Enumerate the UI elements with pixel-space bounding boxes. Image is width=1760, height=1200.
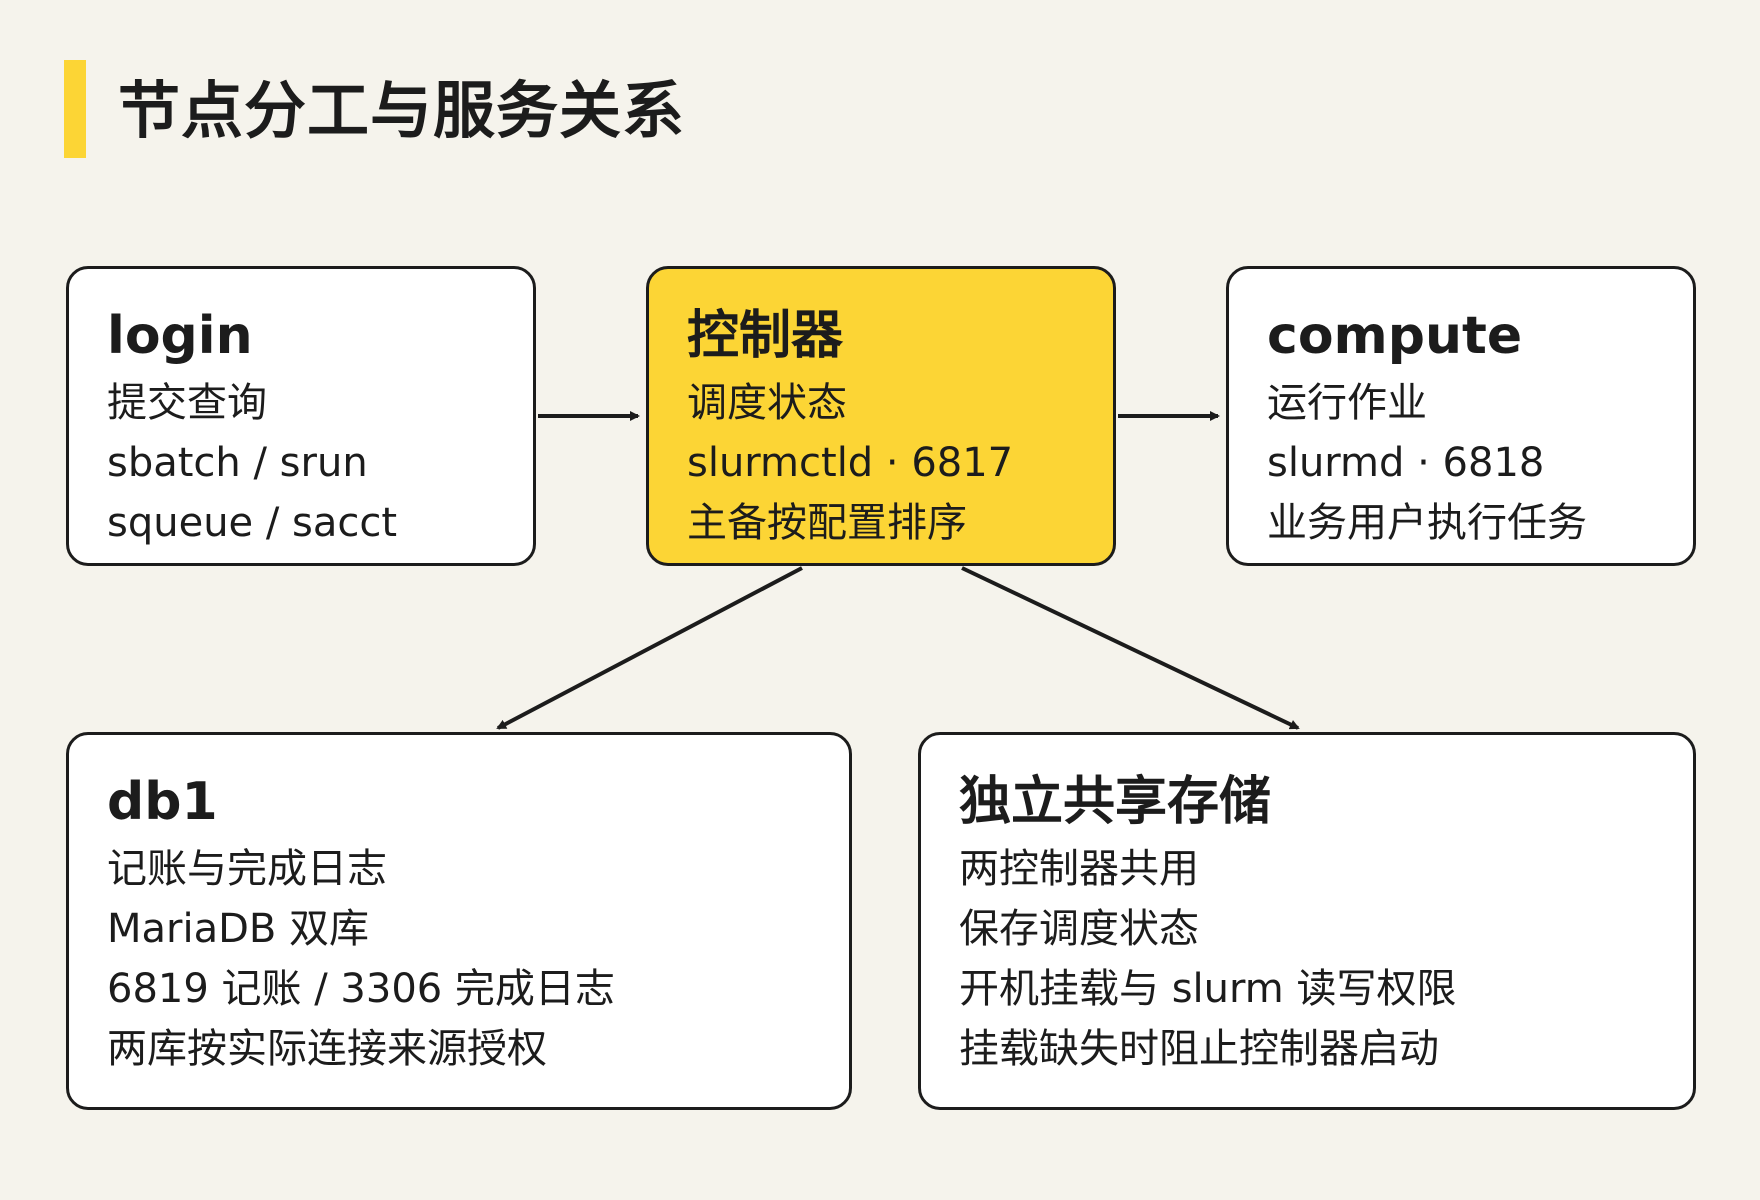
node-login-line-3: squeue / sacct bbox=[107, 500, 398, 546]
node-login-title: login bbox=[107, 306, 253, 366]
page-title: 节点分工与服务关系 bbox=[118, 74, 686, 147]
edge-controller-to-storage bbox=[961, 566, 1300, 730]
node-controller-line-1: 调度状态 bbox=[687, 380, 847, 426]
node-storage: 独立共享存储 两控制器共用 保存调度状态 开机挂载与 slurm 读写权限 挂载… bbox=[918, 732, 1696, 1110]
node-login: login 提交查询 sbatch / srun squeue / sacct bbox=[66, 266, 536, 566]
edge-controller-to-db1 bbox=[496, 566, 803, 730]
node-compute-title: compute bbox=[1267, 306, 1523, 366]
node-login-line-1: 提交查询 bbox=[107, 380, 267, 426]
node-compute-line-2: slurmd · 6818 bbox=[1267, 440, 1545, 486]
node-storage-line-3: 开机挂载与 slurm 读写权限 bbox=[959, 966, 1457, 1012]
title-accent-bar bbox=[64, 60, 86, 158]
node-compute-line-1: 运行作业 bbox=[1267, 380, 1427, 426]
node-db1: db1 记账与完成日志 MariaDB 双库 6819 记账 / 3306 完成… bbox=[66, 732, 852, 1110]
node-compute-line-3: 业务用户执行任务 bbox=[1267, 500, 1587, 546]
node-db1-line-4: 两库按实际连接来源授权 bbox=[107, 1026, 547, 1072]
node-db1-line-3: 6819 记账 / 3306 完成日志 bbox=[107, 966, 615, 1012]
node-storage-line-4: 挂载缺失时阻止控制器启动 bbox=[959, 1026, 1439, 1072]
node-controller: 控制器 调度状态 slurmctld · 6817 主备按配置排序 bbox=[646, 266, 1116, 566]
node-db1-line-2: MariaDB 双库 bbox=[107, 906, 370, 952]
node-db1-title: db1 bbox=[107, 772, 218, 832]
node-storage-title: 独立共享存储 bbox=[959, 772, 1272, 832]
node-compute: compute 运行作业 slurmd · 6818 业务用户执行任务 bbox=[1226, 266, 1696, 566]
node-controller-line-2: slurmctld · 6817 bbox=[687, 440, 1014, 486]
node-login-line-2: sbatch / srun bbox=[107, 440, 368, 486]
node-storage-line-2: 保存调度状态 bbox=[959, 906, 1199, 952]
node-controller-line-3: 主备按配置排序 bbox=[687, 500, 967, 546]
node-controller-title: 控制器 bbox=[687, 306, 844, 366]
node-db1-line-1: 记账与完成日志 bbox=[107, 846, 387, 892]
node-storage-line-1: 两控制器共用 bbox=[959, 846, 1199, 892]
